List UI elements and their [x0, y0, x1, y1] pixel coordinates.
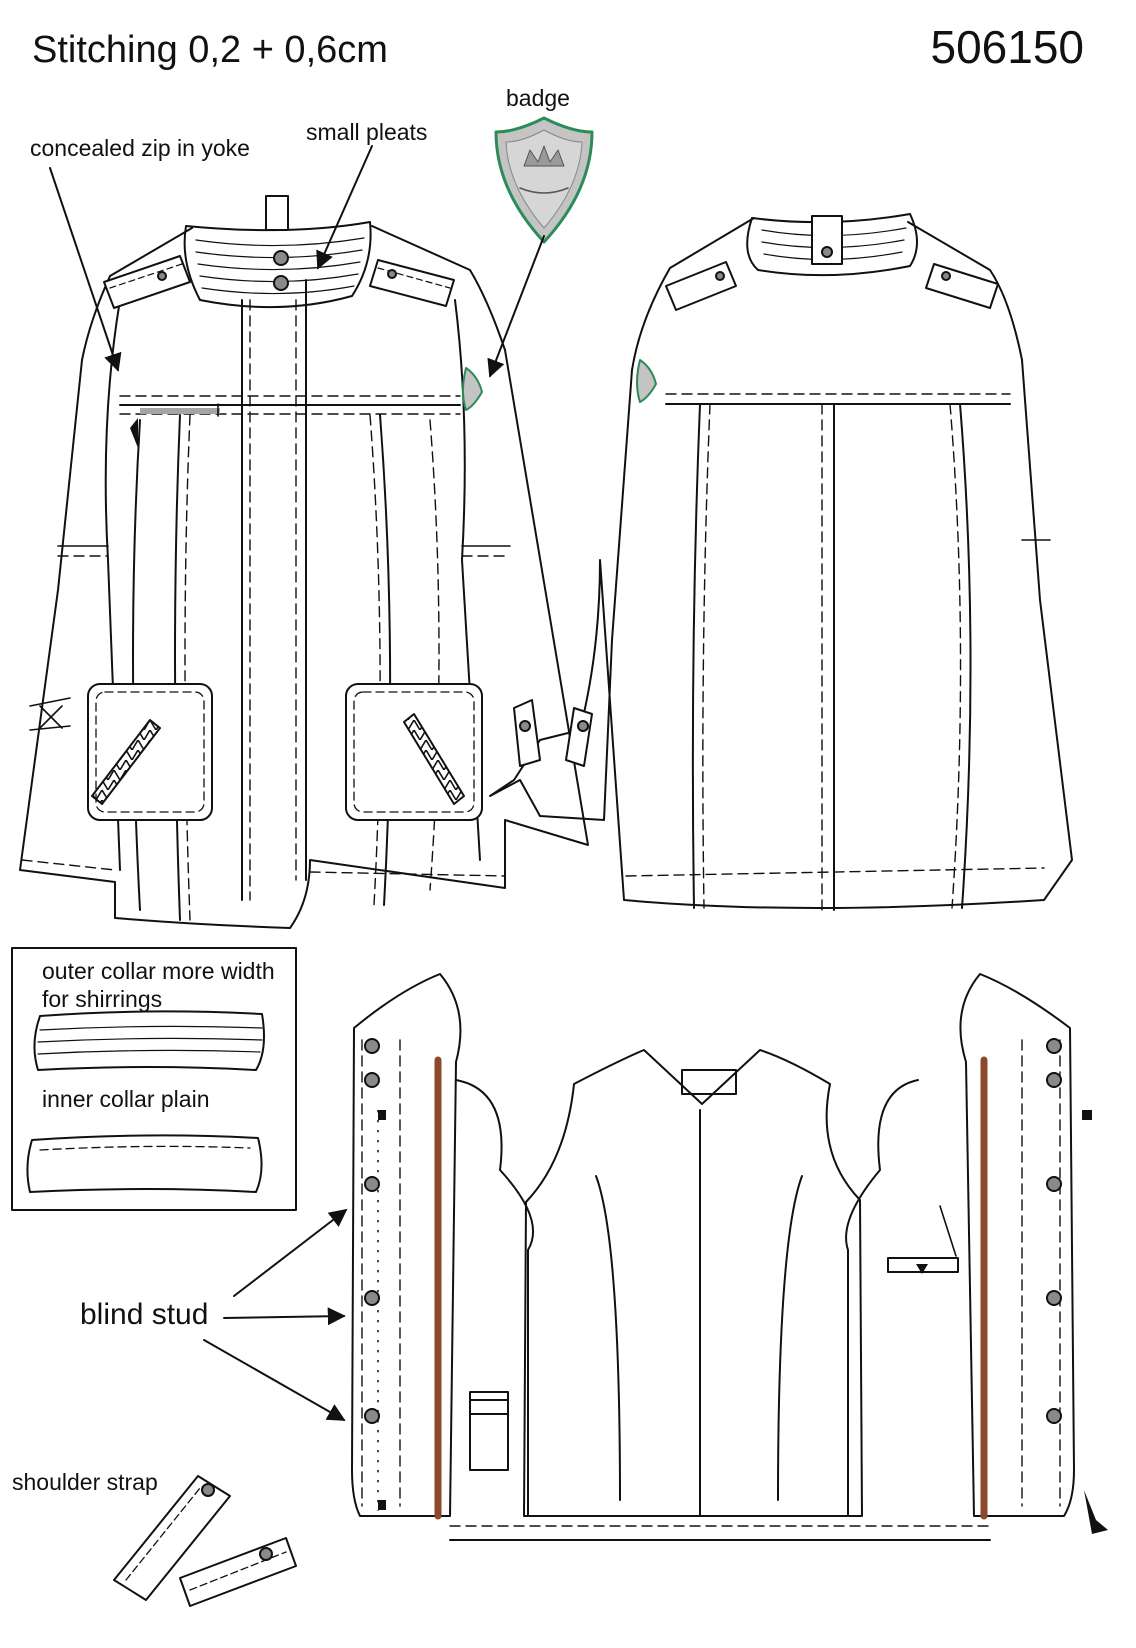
concealed-zip-bar — [140, 408, 220, 414]
arrow-icon — [49, 167, 122, 372]
stud-icon — [364, 1072, 380, 1088]
stud-icon — [364, 1038, 380, 1054]
page-title: Stitching 0,2 + 0,6cm — [32, 29, 388, 71]
stud-icon — [273, 250, 289, 266]
arrow-icon — [223, 1307, 346, 1326]
arrow-icon — [487, 235, 545, 378]
label-blind-stud: blind stud — [80, 1298, 209, 1331]
front-collar — [183, 221, 372, 309]
label-outer-collar-1: outer collar more width — [42, 958, 275, 984]
label-inner-collar: inner collar plain — [42, 1086, 210, 1112]
front-view — [19, 195, 589, 929]
front-right-pocket — [345, 683, 483, 821]
zip-slider-icon — [403, 713, 465, 805]
stud-icon — [1046, 1408, 1062, 1424]
label-badge: badge — [506, 85, 570, 111]
stud-icon — [364, 1290, 380, 1306]
front-left-epaulette — [103, 255, 191, 309]
back-view — [489, 213, 1073, 911]
badge-crest-icon — [494, 116, 594, 244]
stud-icon — [1046, 1176, 1062, 1192]
front-right-epaulette — [369, 259, 455, 307]
arrow-icon — [233, 1208, 348, 1297]
collar-detail-box — [11, 947, 297, 1211]
arrow-icon — [316, 145, 373, 270]
front-body-outline — [19, 225, 589, 929]
front-left-sleeve-seam — [104, 299, 121, 871]
label-shoulder-strap: shoulder strap — [12, 1469, 158, 1495]
stud-icon — [273, 275, 289, 291]
inner-collar-shape — [26, 1134, 263, 1193]
stud-icon — [1046, 1072, 1062, 1088]
outer-collar-shape — [33, 1010, 265, 1071]
arrow-icon — [203, 1339, 346, 1421]
stud-icon — [1046, 1290, 1062, 1306]
front-left-pocket — [87, 683, 213, 821]
zip-slider-icon — [91, 719, 161, 805]
label-concealed-zip: concealed zip in yoke — [30, 135, 250, 161]
label-small-pleats: small pleats — [306, 119, 428, 145]
stud-icon — [364, 1408, 380, 1424]
label-outer-collar-2: for shirrings — [42, 986, 163, 1012]
stud-icon — [1046, 1038, 1062, 1054]
back-body-outline — [489, 217, 1073, 909]
stud-icon — [364, 1176, 380, 1192]
front-right-sleeve-seam — [454, 299, 481, 861]
inside-view — [351, 973, 1108, 1541]
style-number: 506150 — [930, 21, 1085, 73]
shoulder-strap-detail — [113, 1475, 297, 1607]
